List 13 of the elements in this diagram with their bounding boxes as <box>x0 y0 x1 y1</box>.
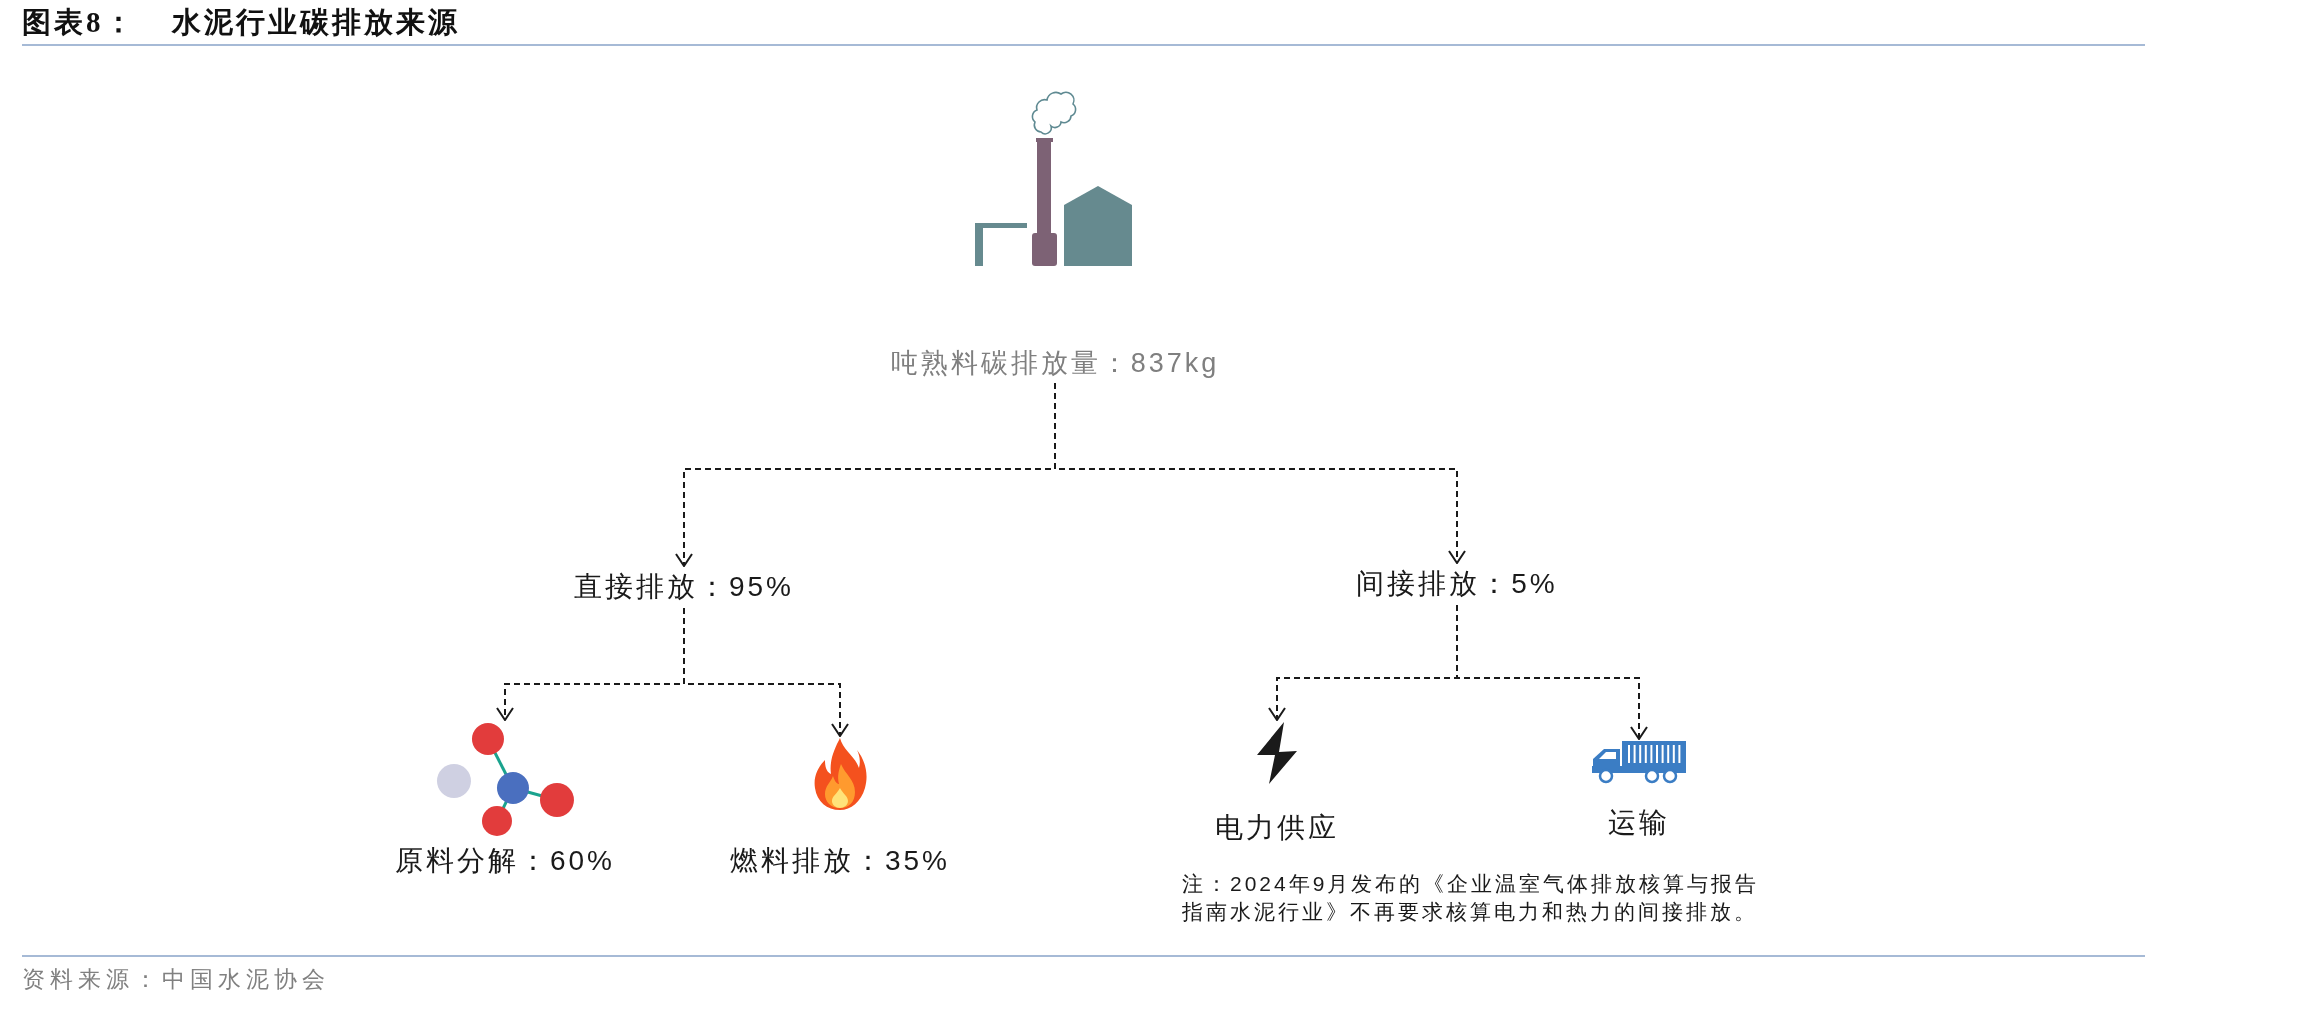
node-label: 燃料排放：35% <box>730 844 950 878</box>
dashed-arrow <box>1456 604 1648 740</box>
node-label: 吨熟料碳排放量：837kg <box>890 347 1220 379</box>
dashed-arrow <box>1054 382 1466 564</box>
source-note: 资料来源：中国水泥协会 <box>22 966 330 994</box>
dashed-arrow <box>683 607 849 737</box>
node-label: 间接排放：5% <box>1356 567 1558 601</box>
node-label: 电力供应 <box>1215 811 1339 845</box>
node-label: 直接排放：95% <box>574 570 794 604</box>
footnote-text: 注：2024年9月发布的《企业温室气体排放核算与报告指南水泥行业》不再要求核算电力和热力的间接排放。 <box>1182 871 1761 925</box>
figure-title: 图表8： 水泥行业碳排放来源 <box>22 5 460 40</box>
node-label: 原料分解：60% <box>395 844 615 878</box>
node-label: 运输 <box>1608 806 1670 840</box>
